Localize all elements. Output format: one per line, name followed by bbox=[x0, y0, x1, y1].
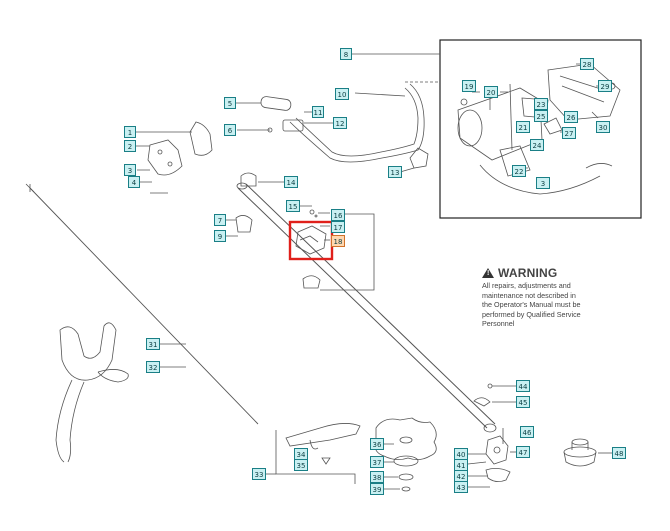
callout-35[interactable]: 35 bbox=[294, 459, 308, 471]
callout-31[interactable]: 31 bbox=[146, 338, 160, 350]
callout-47[interactable]: 47 bbox=[516, 446, 530, 458]
callout-38[interactable]: 38 bbox=[370, 471, 384, 483]
callout-18[interactable]: 18 bbox=[331, 235, 345, 247]
gearbox-head bbox=[485, 435, 511, 482]
callout-26[interactable]: 26 bbox=[564, 111, 578, 123]
callout-6[interactable]: 6 bbox=[224, 124, 236, 136]
engine-inset-frame bbox=[439, 39, 642, 219]
warning-body: All repairs, adjustments and maintenance… bbox=[482, 281, 600, 329]
handle-grip bbox=[236, 96, 304, 133]
callout-42[interactable]: 42 bbox=[454, 470, 468, 482]
callout-1[interactable]: 1 bbox=[124, 126, 136, 138]
callout-4[interactable]: 4 bbox=[128, 176, 140, 188]
cutting-blade bbox=[374, 417, 437, 460]
callout-32[interactable]: 32 bbox=[146, 361, 160, 373]
warning-triangle-icon: ! bbox=[482, 268, 494, 278]
callout-15[interactable]: 15 bbox=[286, 200, 300, 212]
callout-23[interactable]: 23 bbox=[534, 98, 548, 110]
callout-21[interactable]: 21 bbox=[516, 121, 530, 133]
trimmer-guard bbox=[285, 423, 361, 465]
callout-43[interactable]: 43 bbox=[454, 481, 468, 493]
callout-27[interactable]: 27 bbox=[562, 127, 576, 139]
callout-19[interactable]: 19 bbox=[462, 80, 476, 92]
callout-5[interactable]: 5 bbox=[224, 97, 236, 109]
callout-30[interactable]: 30 bbox=[596, 121, 610, 133]
blade-washer bbox=[393, 455, 419, 467]
trimmer-head bbox=[563, 438, 597, 467]
callout-3b[interactable]: 3 bbox=[536, 177, 550, 189]
callout-36[interactable]: 36 bbox=[370, 438, 384, 450]
callout-41[interactable]: 41 bbox=[454, 459, 468, 471]
warning-heading: ! WARNING bbox=[482, 266, 600, 280]
callout-10[interactable]: 10 bbox=[335, 88, 349, 100]
callout-28[interactable]: 28 bbox=[580, 58, 594, 70]
drive-shaft-tube bbox=[236, 182, 497, 433]
callout-22[interactable]: 22 bbox=[512, 165, 526, 177]
handle-bracket bbox=[147, 121, 213, 176]
warning-notice: ! WARNING All repairs, adjustments and m… bbox=[482, 266, 600, 329]
callout-45[interactable]: 45 bbox=[516, 396, 530, 408]
callout-13[interactable]: 13 bbox=[388, 166, 402, 178]
callout-29[interactable]: 29 bbox=[598, 80, 612, 92]
warning-line: maintenance not described in bbox=[482, 290, 576, 300]
callout-3[interactable]: 3 bbox=[124, 164, 136, 176]
callout-12[interactable]: 12 bbox=[333, 117, 347, 129]
shoulder-harness bbox=[55, 322, 129, 463]
warning-line: All repairs, adjustments and bbox=[482, 281, 571, 290]
warning-line: performed by Qualified Service bbox=[482, 309, 581, 319]
callout-9[interactable]: 9 bbox=[214, 230, 226, 242]
callout-2[interactable]: 2 bbox=[124, 140, 136, 152]
callout-8[interactable]: 8 bbox=[340, 48, 352, 60]
callout-39[interactable]: 39 bbox=[370, 483, 384, 495]
warning-line: Personnel bbox=[482, 319, 515, 329]
callout-16[interactable]: 16 bbox=[331, 209, 345, 221]
callout-14[interactable]: 14 bbox=[284, 176, 298, 188]
callout-48[interactable]: 48 bbox=[612, 447, 626, 459]
callout-7[interactable]: 7 bbox=[214, 214, 226, 226]
callout-20[interactable]: 20 bbox=[484, 86, 498, 98]
warning-line: the Operator's Manual must be bbox=[482, 300, 581, 310]
handlebar-tube bbox=[289, 83, 425, 163]
flex-drive-cable bbox=[29, 187, 259, 425]
throttle-clamp-assembly bbox=[295, 209, 327, 289]
callout-17[interactable]: 17 bbox=[331, 221, 345, 233]
callout-37[interactable]: 37 bbox=[370, 456, 384, 468]
callout-25[interactable]: 25 bbox=[534, 110, 548, 122]
callout-33[interactable]: 33 bbox=[252, 468, 266, 480]
callout-46[interactable]: 46 bbox=[520, 426, 534, 438]
callout-11[interactable]: 11 bbox=[312, 106, 324, 118]
warning-title: WARNING bbox=[498, 266, 558, 280]
callout-44[interactable]: 44 bbox=[516, 380, 530, 392]
callout-24[interactable]: 24 bbox=[530, 139, 544, 151]
